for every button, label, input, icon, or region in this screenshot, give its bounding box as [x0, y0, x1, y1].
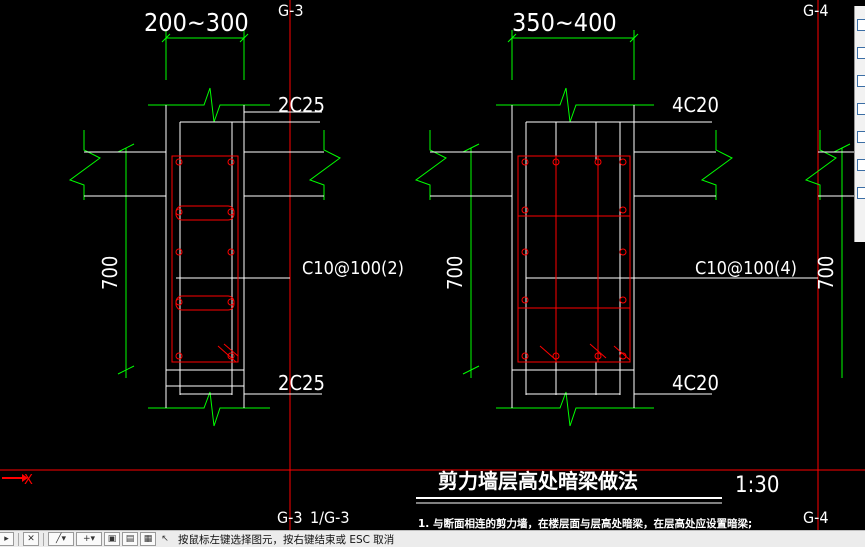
panel-icon[interactable] — [855, 100, 865, 118]
divider — [18, 532, 19, 546]
x-axis-label: X — [24, 473, 33, 488]
left-beam-detail[interactable]: 200~300 700 2C25 C10@100(2) 2C25 — [68, 8, 404, 427]
x-axis-arrow-icon — [2, 474, 28, 482]
grid-label-g3-sub: 1/G-3 — [310, 508, 350, 527]
list-icon[interactable] — [855, 184, 865, 202]
line-icon[interactable]: ╱▾ — [48, 532, 74, 546]
view-icon[interactable] — [855, 16, 865, 34]
plus-dropdown-icon[interactable]: +▾ — [76, 532, 102, 546]
table-icon[interactable]: ▤ — [122, 532, 138, 546]
partial-dimensions — [804, 130, 851, 378]
divider — [43, 532, 44, 546]
right-width-dimension: 350~400 — [512, 8, 617, 37]
right-stirrup-label: C10@100(4) — [695, 258, 797, 279]
layer-icon[interactable] — [855, 44, 865, 62]
frame-icon[interactable] — [855, 128, 865, 146]
square-icon[interactable]: ▣ — [104, 532, 120, 546]
grid-label-g4-bottom: G-4 — [803, 508, 829, 527]
grid-label-g3-top: G-3 — [278, 1, 304, 20]
arrow-icon[interactable]: ▸ — [0, 532, 14, 546]
side-toolbar — [854, 6, 865, 242]
left-height-dimension: 700 — [98, 256, 122, 290]
drawing-scale: 1:30 — [735, 473, 779, 498]
hatch-icon[interactable]: ▦ — [140, 532, 156, 546]
cad-drawing-canvas[interactable]: X G-3 G-4 G-3 1/G-3 G-4 — [0, 0, 865, 530]
command-status-bar: ▸ ✕ ╱▾ +▾ ▣ ▤ ▦ ↖ 按鼠标左键选择图元，按右键结束或 ESC 取… — [0, 530, 865, 547]
left-width-dimension: 200~300 — [144, 8, 249, 37]
cursor-icon[interactable]: ↖ — [161, 534, 169, 544]
right-bottom-rebar-label: 4C20 — [672, 371, 719, 395]
left-bottom-rebar-label: 2C25 — [278, 371, 325, 395]
partial-height-dimension: 700 — [814, 256, 838, 290]
left-stirrup-label: C10@100(2) — [302, 258, 404, 279]
partial-beam-detail[interactable]: 700 — [804, 130, 865, 378]
grid-axes — [0, 0, 865, 530]
left-top-rebar-label: 2C25 — [278, 93, 325, 117]
command-prompt-text: 按鼠标左键选择图元，按右键结束或 ESC 取消 — [178, 533, 395, 546]
drawing-title: 剪力墙层高处暗梁做法 — [438, 469, 638, 493]
right-dimensions — [414, 30, 733, 427]
right-height-dimension: 700 — [443, 256, 467, 290]
refresh-icon[interactable] — [855, 156, 865, 174]
right-beam-detail[interactable]: 350~400 700 4C20 C10@100(4) 4C20 — [414, 8, 818, 427]
left-dimensions — [68, 30, 341, 427]
left-concrete-outline — [84, 105, 324, 408]
drawing-note: 1. 与断面相连的剪力墙，在楼层面与层高处暗梁，在层高处应设置暗梁; — [418, 517, 752, 530]
copy-icon[interactable] — [855, 72, 865, 90]
cross-icon[interactable]: ✕ — [23, 532, 39, 546]
left-rebar-cage — [171, 155, 239, 363]
left-leaders — [244, 111, 322, 395]
right-concrete-outline — [430, 105, 818, 408]
title-block: 剪力墙层高处暗梁做法 1:30 1. 与断面相连的剪力墙，在楼层面与层高处暗梁，… — [416, 469, 779, 530]
grid-label-g3-bottom: G-3 — [277, 508, 303, 527]
right-rebar-cage — [517, 155, 631, 363]
right-top-rebar-label: 4C20 — [672, 93, 719, 117]
grid-label-g4-top: G-4 — [803, 1, 829, 20]
